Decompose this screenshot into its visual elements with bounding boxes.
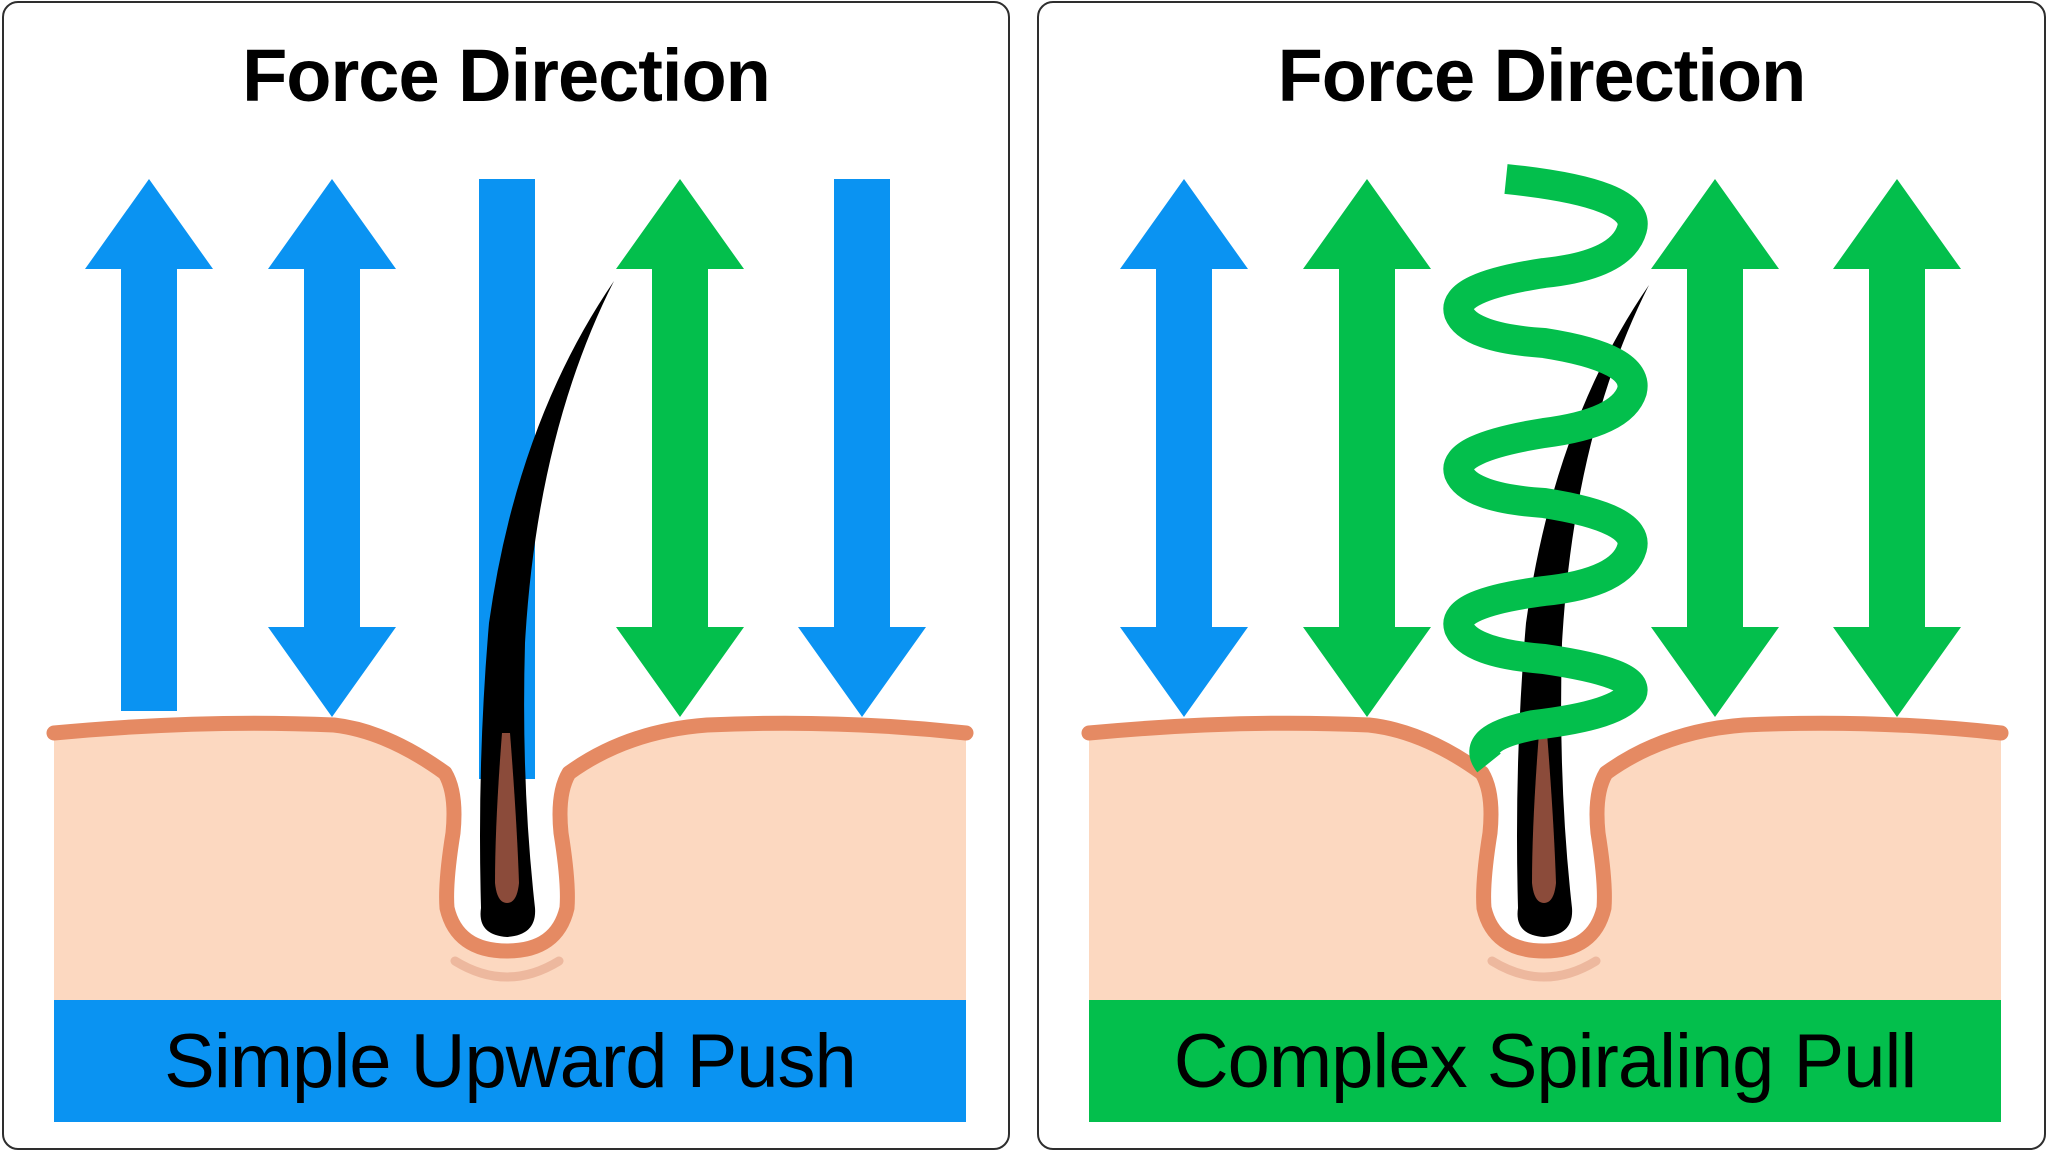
skin-cross-section (46, 715, 974, 1003)
double-arrow-icon (268, 179, 396, 717)
hair-strand (1517, 285, 1649, 937)
banner-label: Simple Upward Push (164, 1018, 857, 1104)
double-arrow-icon (1120, 179, 1248, 717)
label-banner: Complex Spiraling Pull (1089, 1000, 2001, 1122)
panel-complex-spiraling-pull: Force Direction Complex Spiraling Pull (1037, 1, 2046, 1150)
follicle-shadow-arc (450, 956, 564, 982)
up-arrow-icon (85, 179, 213, 711)
hair-shaft (480, 281, 614, 937)
hair-root (1532, 733, 1556, 903)
panel-title: Force Direction (1277, 34, 1807, 117)
force-illustration (46, 179, 974, 1003)
label-banner: Simple Upward Push (54, 1000, 966, 1122)
skin-fill (54, 723, 966, 1003)
panel-title: Force Direction (242, 34, 771, 117)
banner-label: Complex Spiraling Pull (1173, 1018, 1918, 1104)
panel-simple-upward-push: Force Direction Simple Upward Push (2, 1, 1010, 1150)
skin-surface-border (1081, 715, 2009, 959)
double-arrow-icon (616, 179, 744, 717)
force-illustration (1081, 164, 2009, 1003)
double-arrow-icon (1651, 179, 1779, 717)
skin-fill (1089, 723, 2001, 1003)
double-arrow-icon (1833, 179, 1961, 717)
spiral-force-icon (1443, 164, 1648, 773)
down-arrow-icon (798, 179, 926, 717)
hair-strand (480, 281, 614, 937)
skin-cross-section (1081, 715, 2009, 1003)
hair-root (495, 733, 519, 903)
double-arrow-icon (1303, 179, 1431, 717)
follicle-shadow-arc (1487, 956, 1601, 982)
skin-surface-border (46, 715, 974, 959)
